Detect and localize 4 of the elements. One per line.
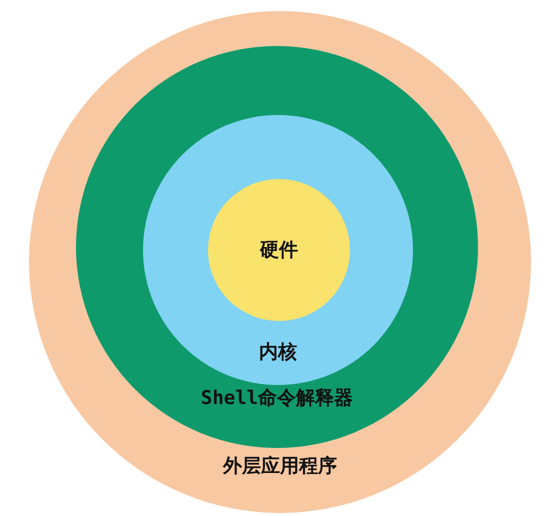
layer-label: 内核	[259, 340, 297, 365]
layer-label: 硬件	[260, 238, 298, 263]
layer-label: 外层应用程序	[223, 454, 337, 479]
layer-label: Shell命令解释器	[200, 386, 354, 411]
